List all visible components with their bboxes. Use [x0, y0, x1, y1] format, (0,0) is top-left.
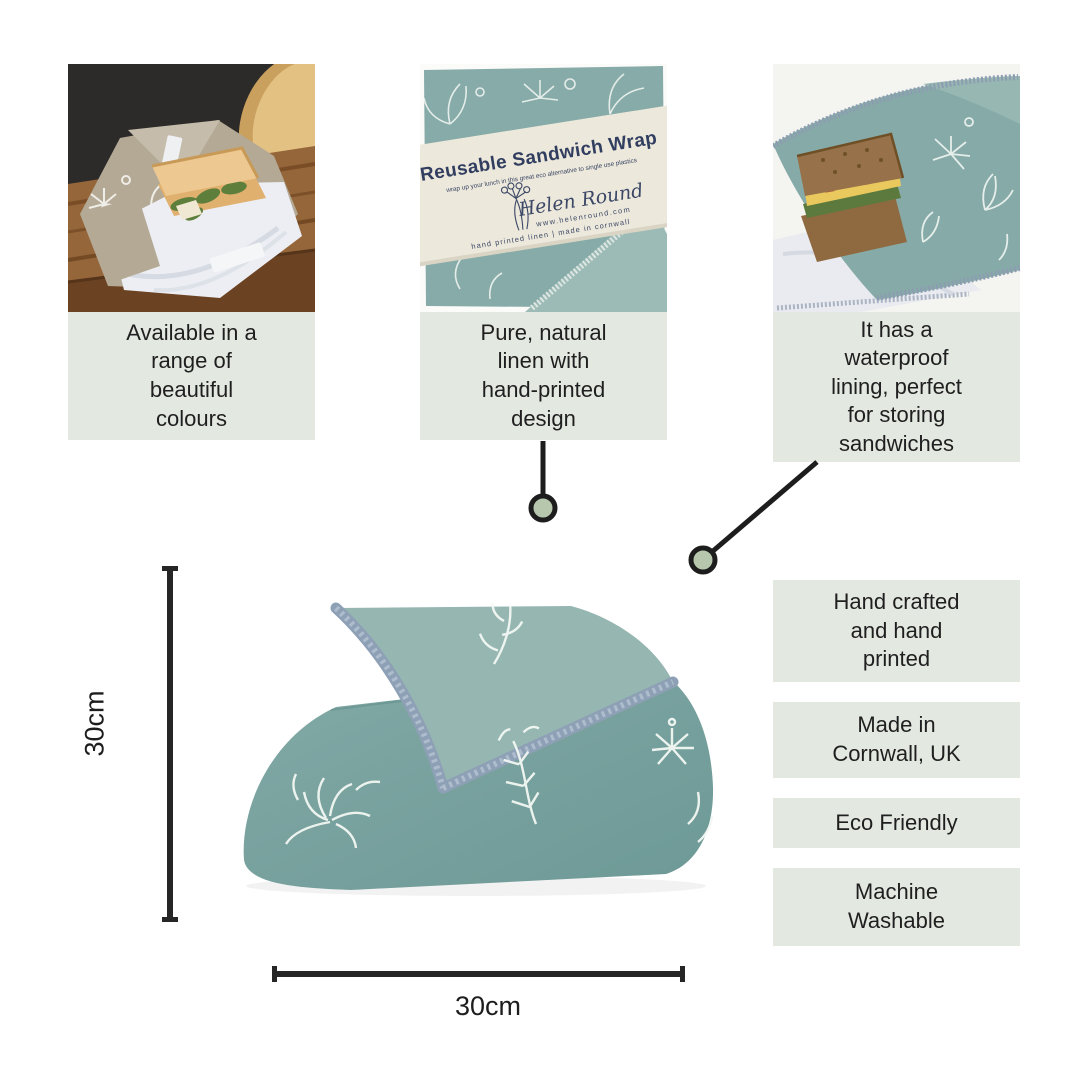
height-dimension-line: [162, 566, 178, 922]
caption-linen: Pure, natural linen with hand-printed de…: [420, 312, 667, 440]
feature-eco-friendly: Eco Friendly: [773, 798, 1020, 848]
callout-line-lining: [711, 460, 819, 553]
paper-band: Reusable Sandwich Wrap wrap up your lunc…: [420, 102, 667, 270]
column-colours: Available in a range of beautiful colour…: [68, 64, 315, 440]
caption-colours: Available in a range of beautiful colour…: [68, 312, 315, 440]
feature-made-in-cornwall: Made in Cornwall, UK: [773, 702, 1020, 778]
column-linen: Reusable Sandwich Wrap wrap up your lunc…: [420, 64, 667, 440]
wrap-flap: [336, 606, 673, 788]
wrap-body: [243, 670, 714, 890]
folded-wrap-with-label-band-photo: Reusable Sandwich Wrap wrap up your lunc…: [420, 64, 667, 312]
stitched-edge: [876, 265, 1020, 301]
feature-hand-crafted: Hand crafted and hand printed: [773, 580, 1020, 682]
photo3-illustration: [773, 64, 1020, 312]
column-lining: It has a waterproof lining, perfect for …: [773, 64, 1020, 462]
photo2-illustration: Reusable Sandwich Wrap wrap up your lunc…: [420, 64, 667, 312]
main-product-photo: [236, 592, 718, 897]
sandwich: [80, 146, 266, 284]
stitched-edge: [330, 602, 679, 794]
width-dimension-label: 30cm: [454, 991, 522, 1021]
callout-dot-lining: [688, 545, 718, 575]
caption-lining: It has a waterproof lining, perfect for …: [773, 312, 1020, 462]
white-lining: [108, 182, 302, 298]
height-dimension-label: 30cm: [79, 690, 110, 757]
beige-wrap-with-sandwich-photo: [68, 64, 315, 312]
floral-print: [921, 117, 1014, 261]
bread-seeds: [821, 148, 883, 174]
photo1-illustration: [68, 64, 315, 312]
feature-machine-washable: Machine Washable: [773, 868, 1020, 946]
wrap-waterproof-lining-photo: [773, 64, 1020, 312]
callout-dot-linen: [528, 493, 558, 523]
sandwich: [796, 132, 907, 262]
width-dimension-line: [272, 966, 685, 982]
floral-print: [284, 603, 714, 849]
folded-wrap-illustration: [243, 602, 714, 896]
band-flower-sketch: [500, 182, 531, 231]
